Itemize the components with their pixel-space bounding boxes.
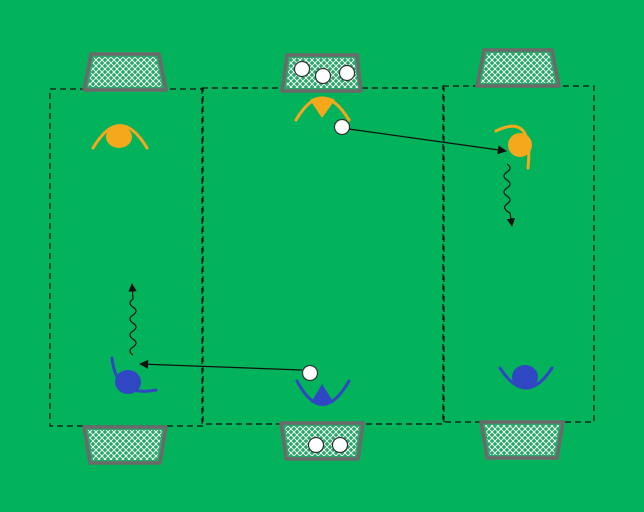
ball [331,436,349,454]
ball [314,67,332,85]
player-orange-left [91,124,149,150]
goal-bottom-left [82,425,168,465]
player-blue-center-keeper [295,379,351,406]
goal-top-right [475,48,561,88]
goal-top-left [82,52,168,92]
ball-blue-keeper [301,364,319,382]
dribble-arrow-left [128,283,137,356]
goal-bottom-right [479,420,565,460]
ball-orange-keeper [333,118,351,136]
goal-top-center [280,53,363,93]
dribble-arrow-right [503,163,516,227]
player-orange-center-keeper [294,96,351,122]
pass-arrow-bottom [139,359,303,371]
left-zone [49,88,204,427]
player-blue-left [110,356,158,394]
goal-bottom-center [279,421,365,461]
player-blue-right [498,365,554,390]
pass-arrow-top [348,128,507,155]
ball [307,436,325,454]
player-orange-right [494,124,532,170]
ball [338,64,356,82]
ball [293,60,311,78]
